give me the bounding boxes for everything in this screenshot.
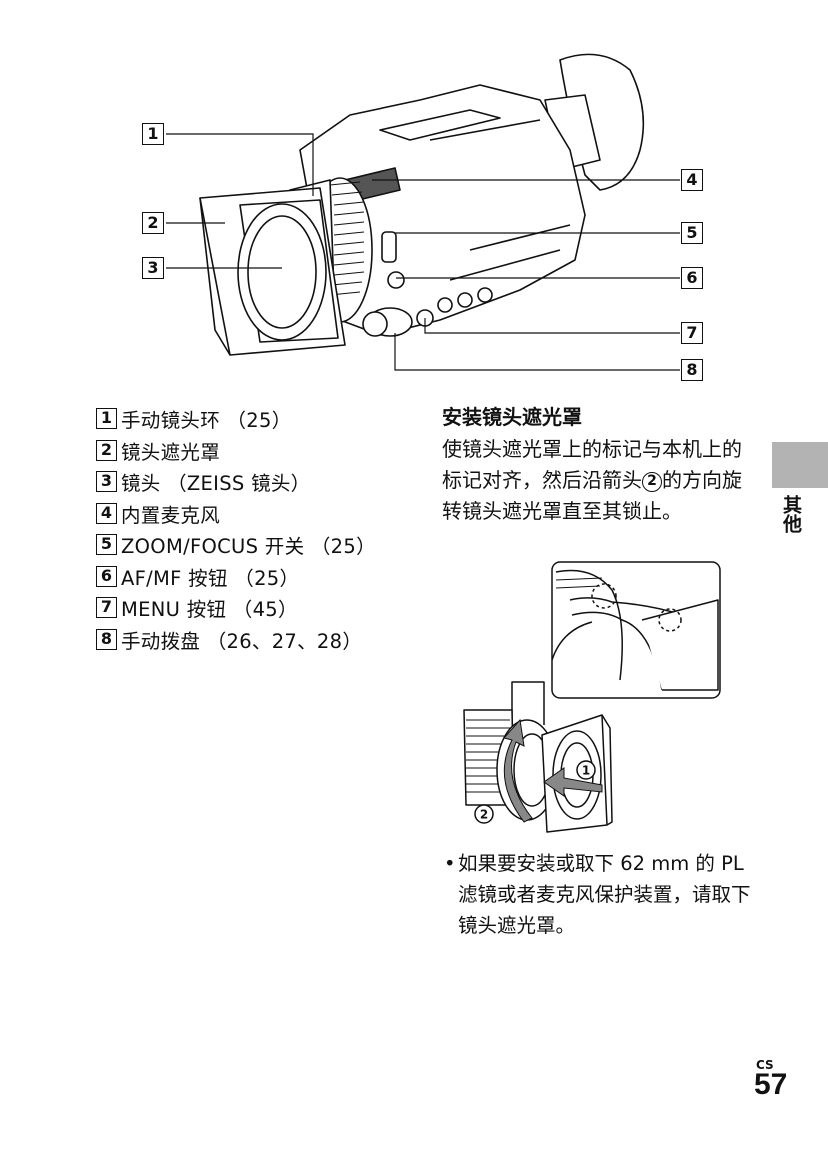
part-label: 手动拨盘 （26、27、28）: [121, 629, 363, 653]
callout-6: 6: [681, 267, 703, 289]
part-number: 5: [96, 534, 117, 556]
page-number: 57: [754, 1068, 788, 1101]
parts-list: 1 手动镜头环 （25） 2 镜头遮光罩 3 镜头 （ZEISS 镜头） 4 内…: [96, 403, 426, 655]
list-item: 7 MENU 按钮 （45）: [96, 592, 426, 624]
callout-7: 7: [681, 322, 703, 344]
part-label: 内置麦克风: [121, 503, 221, 527]
lens-hood-drawing: 1 2: [463, 561, 721, 833]
list-item: 5 ZOOM/FOCUS 开关 （25）: [96, 529, 426, 561]
body-text-part2: 的方向旋转镜头遮光罩直至其锁止。: [442, 468, 742, 523]
callout-2: 2: [142, 212, 164, 234]
body-text-part1: 使镜头遮光罩上的标记与本机上的标记对齐，然后沿箭头: [442, 437, 742, 492]
camera-drawing: [166, 53, 680, 371]
side-tab: [772, 442, 828, 488]
part-label: AF/MF 按钮 （25）: [121, 566, 300, 590]
note-text: 如果要安装或取下 62 mm 的 PL 滤镜或者麦克风保护装置，请取下镜头遮光罩…: [458, 852, 751, 937]
part-label: ZOOM/FOCUS 开关 （25）: [121, 535, 376, 559]
bullet: •: [444, 852, 456, 875]
list-item: 6 AF/MF 按钮 （25）: [96, 561, 426, 593]
part-label: 镜头遮光罩: [121, 440, 221, 464]
side-tab-label: 其他: [780, 495, 802, 533]
part-label: 镜头 （ZEISS 镜头）: [121, 472, 311, 496]
part-label: MENU 按钮 （45）: [121, 598, 298, 622]
part-number: 6: [96, 565, 117, 587]
part-number: 3: [96, 471, 117, 493]
list-item: 3 镜头 （ZEISS 镜头）: [96, 466, 426, 498]
language-code: CS: [756, 1058, 774, 1072]
camera-illustration: 1 2 3 4 5 6 7 8: [0, 0, 828, 400]
part-number: 4: [96, 502, 117, 524]
figure-mark-2: 2: [480, 808, 488, 822]
callout-5: 5: [681, 222, 703, 244]
figure-mark-1: 1: [582, 764, 590, 778]
callout-3: 3: [142, 257, 164, 279]
callout-4: 4: [681, 169, 703, 191]
part-number: 7: [96, 597, 117, 619]
list-item: 2 镜头遮光罩: [96, 435, 426, 467]
circled-number-2: 2: [642, 472, 662, 492]
part-number: 2: [96, 439, 117, 461]
list-item: 4 内置麦克风: [96, 498, 426, 530]
part-number: 8: [96, 628, 117, 650]
list-item: 1 手动镜头环 （25）: [96, 403, 426, 435]
callout-1: 1: [142, 123, 164, 145]
note: • 如果要安装或取下 62 mm 的 PL 滤镜或者麦克风保护装置，请取下镜头遮…: [444, 848, 754, 941]
list-item: 8 手动拨盘 （26、27、28）: [96, 624, 426, 656]
part-label: 手动镜头环 （25）: [121, 409, 292, 433]
part-number: 1: [96, 408, 117, 430]
section-heading: 安装镜头遮光罩: [442, 405, 582, 429]
lens-hood-illustration: 1 2: [452, 560, 732, 840]
callout-8: 8: [681, 359, 703, 381]
